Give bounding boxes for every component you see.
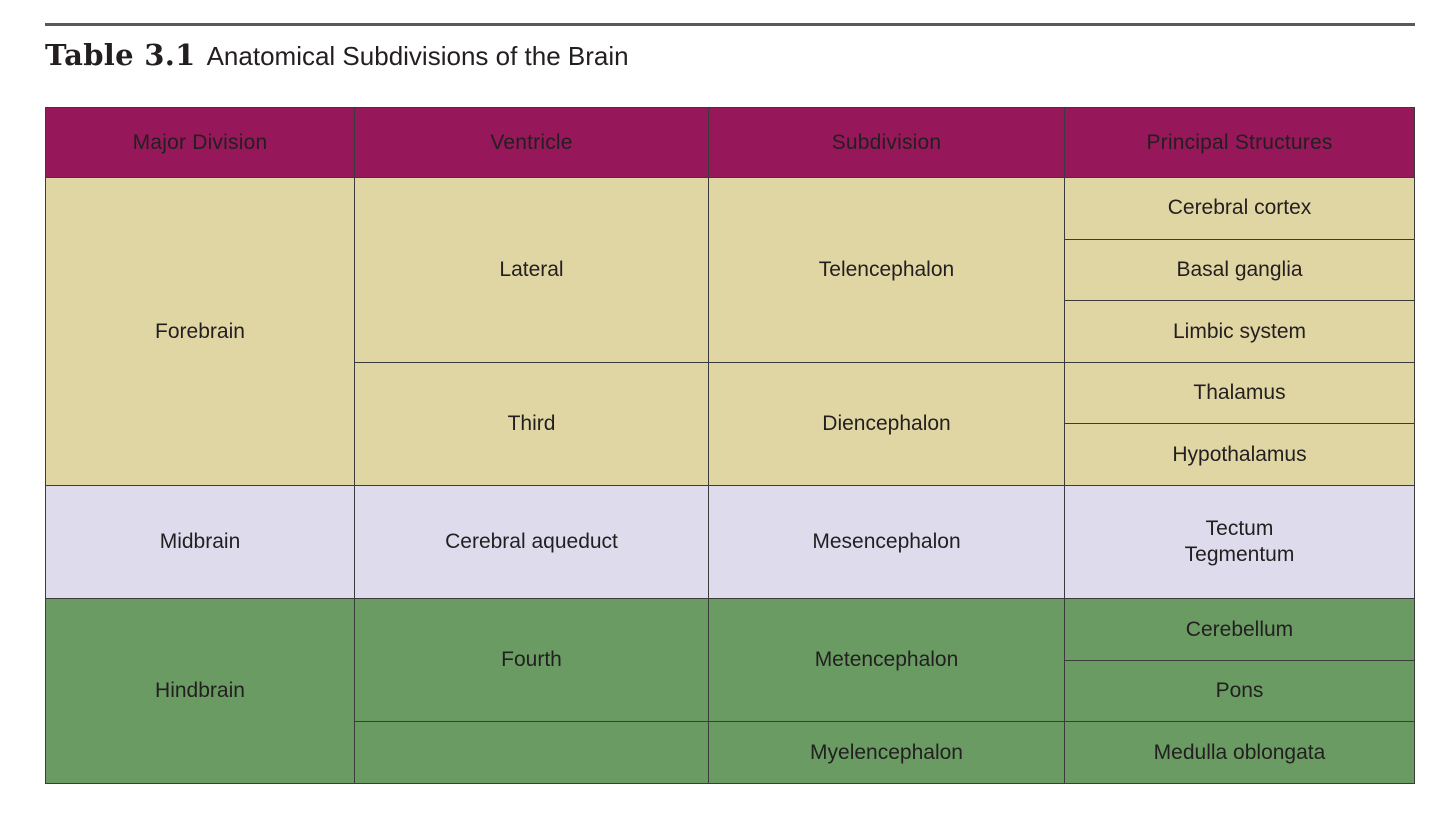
column-header-ventricle: Ventricle xyxy=(354,107,709,178)
structure-line-tegmentum: Tegmentum xyxy=(1184,543,1295,567)
cell-ventricle-blank xyxy=(354,721,709,784)
table-header: Major Division Ventricle Subdivision Pri… xyxy=(45,107,1415,178)
header-row: Major Division Ventricle Subdivision Pri… xyxy=(45,107,1415,178)
table-row: Limbic system xyxy=(46,300,1415,363)
cell-subdivision-telencephalon: Telencephalon xyxy=(708,177,1065,363)
cell-ventricle-fourth: Fourth xyxy=(354,598,709,723)
column-header-principal-structures: Principal Structures xyxy=(1064,107,1415,178)
cell-subdivision-mesencephalon: Mesencephalon xyxy=(708,484,1065,600)
caption-top-rule xyxy=(45,23,1415,26)
cell-structure-limbic-system: Limbic system xyxy=(1064,300,1415,363)
table-row: Midbrain Cerebral aqueduct Mesencephalon… xyxy=(45,484,1415,600)
table-row: Pons xyxy=(46,659,1415,723)
cell-structure-basal-ganglia: Basal ganglia xyxy=(1064,238,1415,302)
cell-major-division-hindbrain: Hindbrain xyxy=(45,598,355,784)
cell-major-division-midbrain: Midbrain xyxy=(45,484,355,600)
cell-structure-pons: Pons xyxy=(1064,659,1415,723)
column-header-major-division: Major Division xyxy=(45,107,355,178)
table-number: Table 3.1 xyxy=(45,38,196,72)
table-container: Major Division Ventricle Subdivision Pri… xyxy=(45,107,1415,784)
table-row: Hindbrain Fourth Metencephalon Cerebellu… xyxy=(45,598,1415,784)
table-row: Hypothalamus xyxy=(46,423,1415,486)
cell-structure-medulla-oblongata: Medulla oblongata xyxy=(1064,721,1415,784)
table-row: Myelencephalon Medulla oblongata xyxy=(46,721,1415,784)
anatomical-subdivisions-table: Major Division Ventricle Subdivision Pri… xyxy=(45,107,1415,784)
cell-structure-tectum-tegmentum: Tectum Tegmentum xyxy=(1064,484,1415,600)
cell-structure-thalamus: Thalamus xyxy=(1064,361,1415,425)
cell-major-division-forebrain: Forebrain xyxy=(45,177,355,486)
table-row: Basal ganglia xyxy=(46,238,1415,302)
table-row: Forebrain Lateral Telencephalon Cerebral… xyxy=(45,177,1415,486)
cell-subdivision-diencephalon: Diencephalon xyxy=(708,361,1065,486)
table-body: Forebrain Lateral Telencephalon Cerebral… xyxy=(45,177,1415,784)
table-caption: Table 3.1 Anatomical Subdivisions of the … xyxy=(45,41,629,70)
structure-line-tectum: Tectum xyxy=(1205,517,1274,541)
cell-structure-cerebellum: Cerebellum xyxy=(1064,598,1415,661)
cell-structure-cerebral-cortex: Cerebral cortex xyxy=(1064,177,1415,240)
table-row: Third Diencephalon Thalamus xyxy=(46,361,1415,486)
cell-ventricle-third: Third xyxy=(354,361,709,486)
cell-subdivision-metencephalon: Metencephalon xyxy=(708,598,1065,723)
page-title: Anatomical Subdivisions of the Brain xyxy=(206,41,629,71)
cell-structure-hypothalamus: Hypothalamus xyxy=(1064,423,1415,486)
cell-subdivision-myelencephalon: Myelencephalon xyxy=(708,721,1065,784)
cell-ventricle-cerebral-aqueduct: Cerebral aqueduct xyxy=(354,484,709,600)
column-header-subdivision: Subdivision xyxy=(708,107,1065,178)
cell-ventricle-lateral: Lateral xyxy=(354,177,709,363)
